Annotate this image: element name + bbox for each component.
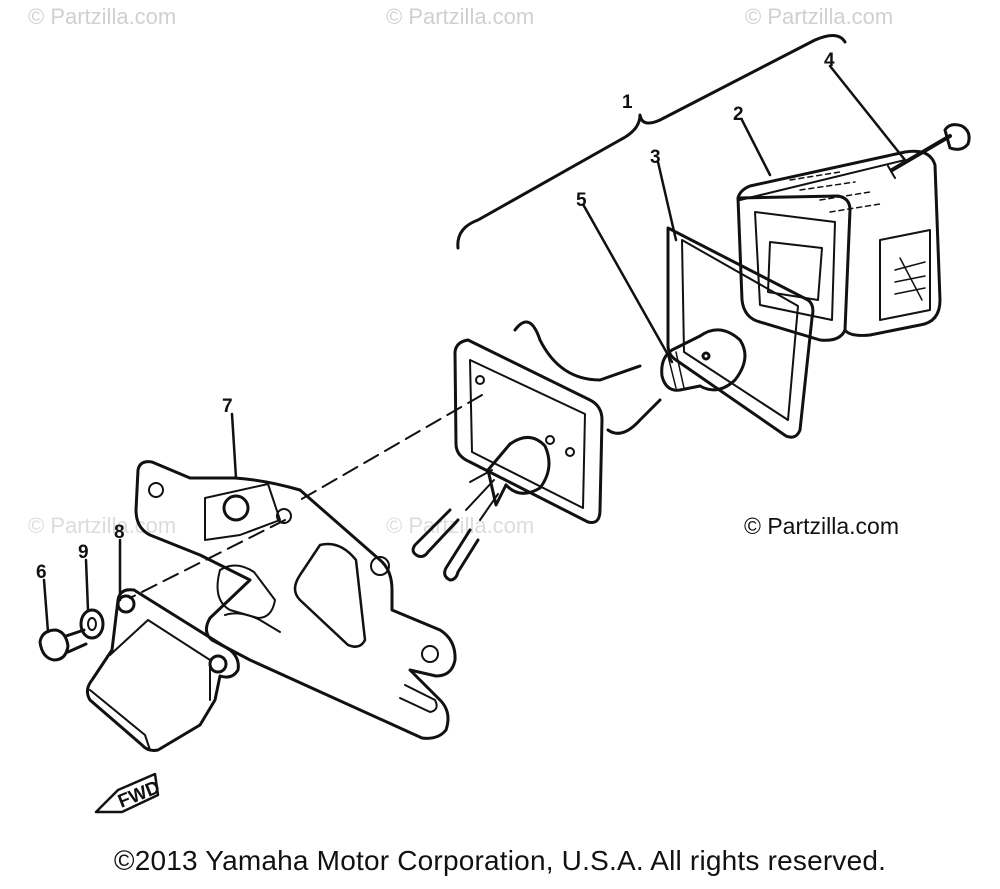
fwd-label: FWD bbox=[115, 777, 163, 813]
watermark-mid-left: © Partzilla.com bbox=[28, 513, 177, 538]
bolt bbox=[38, 628, 88, 662]
brand-watermark: © Partzilla.com bbox=[744, 513, 899, 539]
callout-7: 7 bbox=[222, 396, 233, 417]
washer bbox=[79, 608, 105, 640]
lamp-base bbox=[411, 320, 662, 582]
callout-8: 8 bbox=[114, 522, 125, 543]
copyright-notice: ©2013 Yamaha Motor Corporation, U.S.A. A… bbox=[113, 845, 887, 876]
watermark-top-center: © Partzilla.com bbox=[386, 4, 535, 29]
leader-lines bbox=[42, 64, 907, 634]
license-lamp bbox=[85, 588, 240, 752]
watermark-top-right: © Partzilla.com bbox=[745, 4, 894, 29]
screw bbox=[887, 123, 971, 179]
lens-housing bbox=[736, 149, 942, 342]
callout-4: 4 bbox=[824, 50, 835, 71]
callout-5: 5 bbox=[576, 190, 587, 211]
mounting-line bbox=[299, 394, 483, 501]
bulb bbox=[660, 328, 747, 392]
callout-9: 9 bbox=[78, 542, 89, 563]
watermark-mid-center: © Partzilla.com bbox=[386, 513, 535, 538]
watermark-top-left: © Partzilla.com bbox=[28, 4, 177, 29]
callout-2: 2 bbox=[733, 104, 744, 125]
callout-3: 3 bbox=[650, 147, 661, 168]
license-bracket bbox=[134, 460, 457, 740]
callout-1: 1 bbox=[622, 92, 633, 113]
callout-6: 6 bbox=[36, 562, 47, 583]
fwd-arrow: FWD bbox=[94, 772, 163, 814]
assembly-bracket bbox=[456, 34, 847, 250]
